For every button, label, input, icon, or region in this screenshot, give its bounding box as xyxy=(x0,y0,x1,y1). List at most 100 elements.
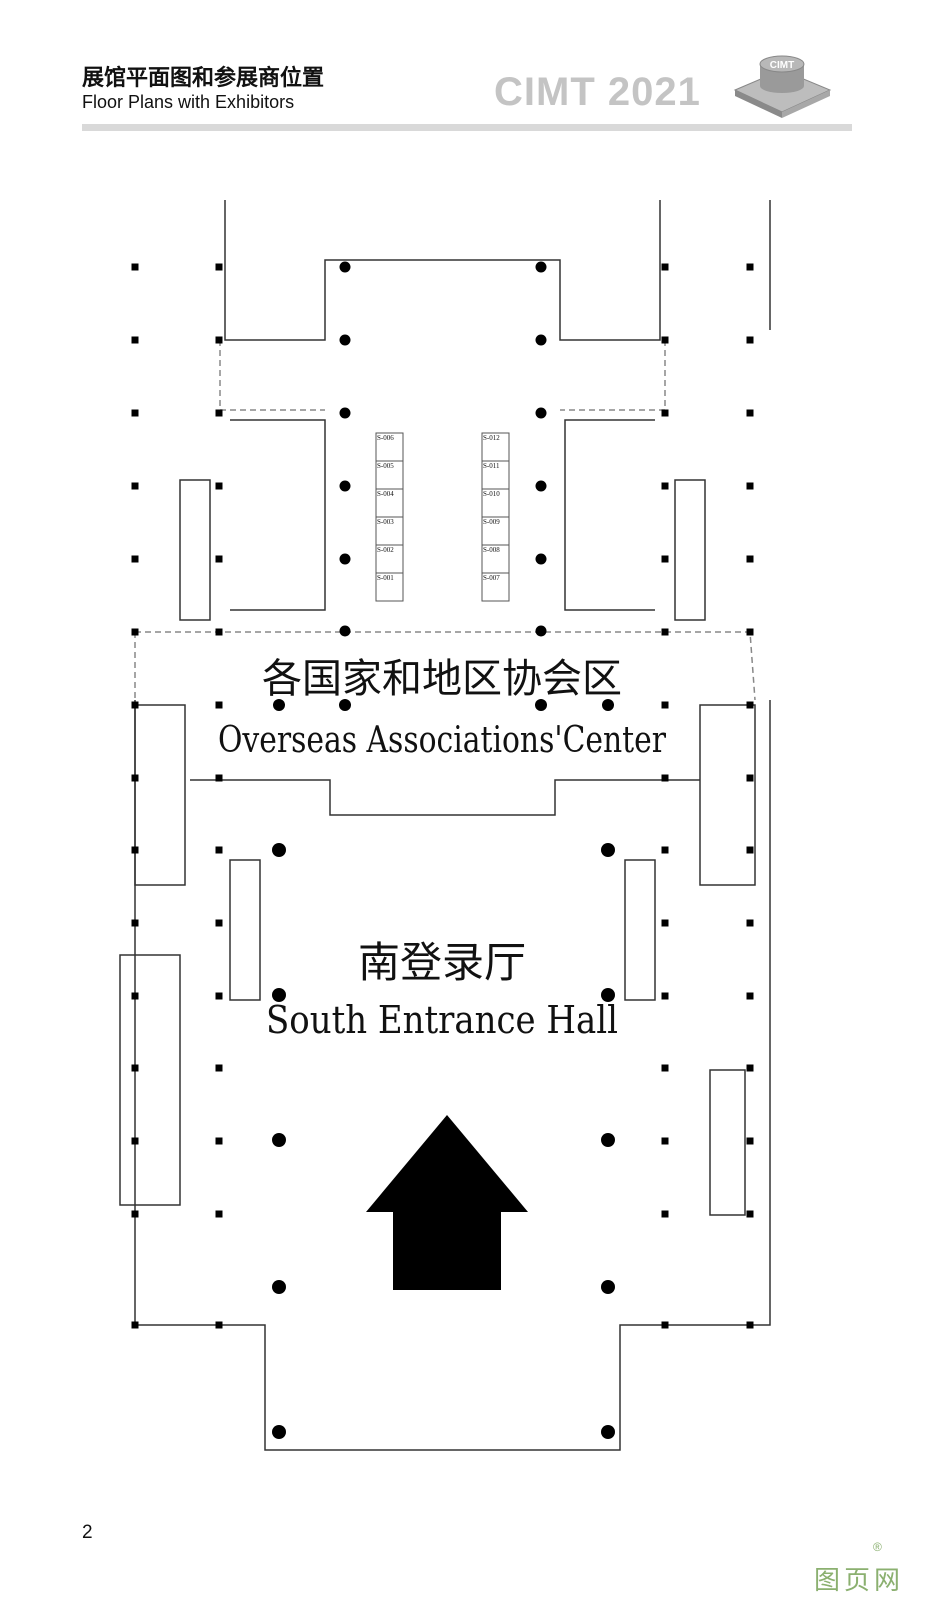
booth-label: S-006 xyxy=(377,434,394,442)
pillar xyxy=(272,988,286,1002)
zone-overseas-en: Overseas Associations'Center xyxy=(218,720,667,761)
pillar xyxy=(273,699,285,711)
pillar xyxy=(601,1280,615,1294)
column xyxy=(661,409,669,417)
column xyxy=(661,701,669,709)
header-divider xyxy=(82,124,852,131)
pillar xyxy=(339,699,351,711)
zone-overseas-cn: 各国家和地区协会区 xyxy=(262,656,622,702)
pillar xyxy=(535,407,547,419)
booth-label: S-008 xyxy=(483,546,500,554)
booth-label: S-001 xyxy=(377,574,394,582)
pillar xyxy=(535,625,547,637)
cimt-logo: CIMT xyxy=(733,55,832,118)
column xyxy=(131,263,139,271)
booth-label: S-002 xyxy=(377,546,394,554)
column xyxy=(215,336,223,344)
column xyxy=(746,555,754,563)
booth-label: S-005 xyxy=(377,462,394,470)
booth-label: S-011 xyxy=(483,462,500,470)
column xyxy=(131,701,139,709)
booth-columns: S-006S-005S-004S-003S-002S-001S-012S-011… xyxy=(375,432,510,602)
page-number: 2 xyxy=(82,1522,93,1543)
column xyxy=(215,992,223,1000)
pillar xyxy=(535,261,547,273)
pillar xyxy=(601,843,615,857)
pillar xyxy=(601,1425,615,1439)
column xyxy=(215,1210,223,1218)
column xyxy=(131,774,139,782)
booth-label: S-010 xyxy=(483,490,500,498)
booth-label: S-004 xyxy=(377,490,394,498)
column xyxy=(131,336,139,344)
page-title-cn: 展馆平面图和参展商位置 xyxy=(82,66,325,91)
booth[interactable] xyxy=(375,572,404,602)
column xyxy=(746,1064,754,1072)
pillar xyxy=(339,480,351,492)
column xyxy=(215,1321,223,1329)
booth-label: S-012 xyxy=(483,434,500,442)
column xyxy=(661,263,669,271)
column xyxy=(746,846,754,854)
column xyxy=(661,846,669,854)
pillar xyxy=(339,334,351,346)
booth[interactable] xyxy=(481,488,510,518)
pillar xyxy=(535,699,547,711)
booth[interactable] xyxy=(481,460,510,490)
column xyxy=(746,919,754,927)
column xyxy=(661,555,669,563)
column xyxy=(131,919,139,927)
pillar xyxy=(601,988,615,1002)
arrow-icon xyxy=(366,1115,528,1290)
booth[interactable] xyxy=(481,572,510,602)
pillar xyxy=(339,625,351,637)
booth[interactable] xyxy=(375,432,404,462)
column xyxy=(661,336,669,344)
pillar xyxy=(339,553,351,565)
pillar xyxy=(272,1280,286,1294)
watermark-registered: ® xyxy=(873,1540,882,1554)
booth[interactable] xyxy=(375,516,404,546)
pillar xyxy=(339,407,351,419)
column xyxy=(215,774,223,782)
column xyxy=(131,482,139,490)
pillar xyxy=(602,699,614,711)
column xyxy=(746,1321,754,1329)
column xyxy=(746,992,754,1000)
column xyxy=(131,628,139,636)
column xyxy=(661,1064,669,1072)
column xyxy=(746,263,754,271)
page-title-en: Floor Plans with Exhibitors xyxy=(82,92,295,112)
column xyxy=(746,482,754,490)
pillar xyxy=(535,334,547,346)
column xyxy=(661,1321,669,1329)
column xyxy=(661,1210,669,1218)
zone-south-hall-en: South Entrance Hall xyxy=(266,998,618,1042)
booth-label: S-007 xyxy=(483,574,500,582)
column xyxy=(131,555,139,563)
column xyxy=(746,1210,754,1218)
column xyxy=(131,1064,139,1072)
pillar xyxy=(272,1425,286,1439)
column xyxy=(131,409,139,417)
pillar xyxy=(272,1133,286,1147)
booth[interactable] xyxy=(481,432,510,462)
column xyxy=(215,1064,223,1072)
column xyxy=(661,992,669,1000)
column xyxy=(215,482,223,490)
column xyxy=(661,774,669,782)
pillar xyxy=(272,843,286,857)
column xyxy=(746,628,754,636)
zone-south-hall-cn: 南登录厅 xyxy=(358,938,526,987)
column xyxy=(661,1137,669,1145)
column xyxy=(746,336,754,344)
booth[interactable] xyxy=(375,488,404,518)
column xyxy=(131,1321,139,1329)
svg-text:CIMT: CIMT xyxy=(770,60,794,71)
pillars xyxy=(131,261,754,1439)
walls xyxy=(119,200,771,1451)
watermark: 图页网 xyxy=(814,1566,905,1596)
column xyxy=(661,919,669,927)
